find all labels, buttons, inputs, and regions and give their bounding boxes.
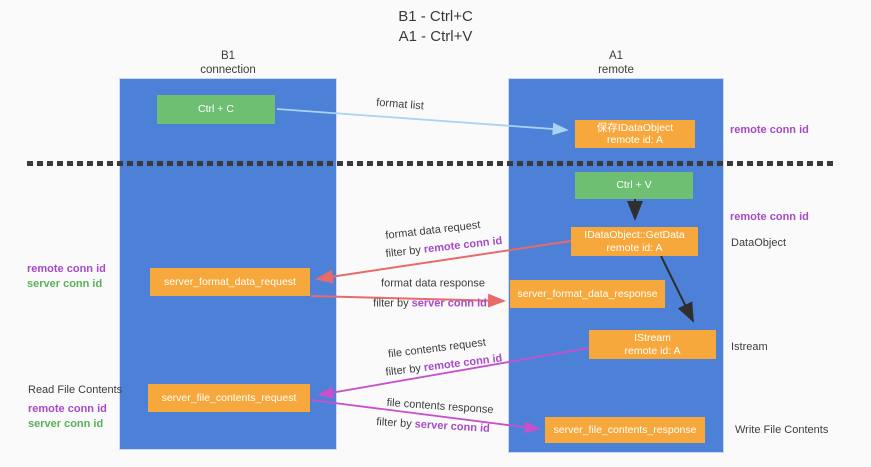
- node-server-format-data-request-label: server_format_data_request: [164, 275, 296, 288]
- node-server-file-contents-request: server_file_contents_request: [148, 384, 310, 412]
- format-data-response-label: format data response: [381, 277, 485, 290]
- node-getdata: IDataObject::GetData remote id: A: [571, 227, 698, 256]
- node-istream-line1: IStream: [634, 332, 671, 344]
- filter-by-text: filter by: [373, 297, 412, 310]
- remote-conn-id-annotation-left-1: remote conn id: [27, 263, 106, 275]
- dataobject-annotation: DataObject: [731, 237, 787, 249]
- server-conn-id-annotation-left-2: server conn id: [28, 418, 104, 430]
- node-server-format-data-response-label: server_format_data_response: [517, 287, 658, 300]
- session-separator-line: [27, 161, 833, 166]
- node-istream: IStream remote id: A: [589, 330, 716, 359]
- lane-b1-title: B1: [220, 50, 236, 62]
- node-getdata-line1: IDataObject::GetData: [584, 229, 685, 241]
- title-line-2: A1 - Ctrl+V: [398, 28, 473, 45]
- node-server-file-contents-response-label: server_file_contents_response: [553, 423, 697, 436]
- node-ctrl-v: Ctrl + V: [575, 172, 693, 199]
- node-server-format-data-response: server_format_data_response: [510, 280, 665, 308]
- lane-b1-subtitle: connection: [200, 64, 256, 76]
- file-contents-response-arrow: [310, 399, 541, 434]
- node-ctrl-v-label: Ctrl + V: [616, 179, 652, 192]
- read-file-contents-annotation: Read File Contents: [28, 384, 123, 396]
- remote-conn-id-annotation-mid-right: remote conn id: [730, 211, 809, 223]
- title-line-1: B1 - Ctrl+C: [398, 8, 473, 25]
- lane-b1-header: B1 connection: [119, 49, 337, 77]
- format-data-response-arrow: [310, 293, 506, 308]
- node-save-dataobject-line2: remote id: A: [606, 134, 664, 146]
- diagram-title: B1 - Ctrl+C A1 - Ctrl+V: [0, 7, 871, 47]
- getdata-to-istream-arrow: [660, 255, 694, 323]
- node-getdata-line2: remote id: A: [606, 241, 663, 254]
- node-ctrl-c: Ctrl + C: [157, 95, 275, 124]
- filter-by-text: filter by: [375, 416, 416, 431]
- server-conn-id-text: server conn id: [411, 297, 487, 310]
- remote-conn-id-annotation-left-2: remote conn id: [28, 403, 107, 415]
- write-file-contents-annotation: Write File Contents: [735, 424, 829, 436]
- lane-a1-title: A1: [608, 50, 624, 62]
- node-server-file-contents-response: server_file_contents_response: [545, 417, 705, 443]
- lane-a1-subtitle: remote: [598, 64, 634, 76]
- file-contents-request-arrow: [317, 347, 590, 399]
- server-conn-id-annotation-left-1: server conn id: [27, 278, 103, 290]
- format-data-request-arrow: [315, 240, 572, 284]
- node-server-file-contents-request-label: server_file_contents_request: [161, 391, 297, 404]
- node-ctrl-c-label: Ctrl + C: [198, 103, 234, 116]
- node-server-format-data-request: server_format_data_request: [150, 268, 310, 296]
- node-save-dataobject: 保存IDataObject remote id: A: [575, 120, 695, 148]
- remote-conn-id-annotation-top-right: remote conn id: [730, 124, 809, 136]
- format-data-response-filter-label: filter by server conn id: [373, 298, 487, 311]
- istream-annotation: Istream: [731, 341, 768, 353]
- format-list-arrow: [276, 108, 569, 136]
- node-istream-line2: remote id: A: [624, 344, 681, 357]
- lane-a1-header: A1 remote: [508, 49, 724, 77]
- node-save-dataobject-line1: 保存IDataObject: [596, 121, 674, 134]
